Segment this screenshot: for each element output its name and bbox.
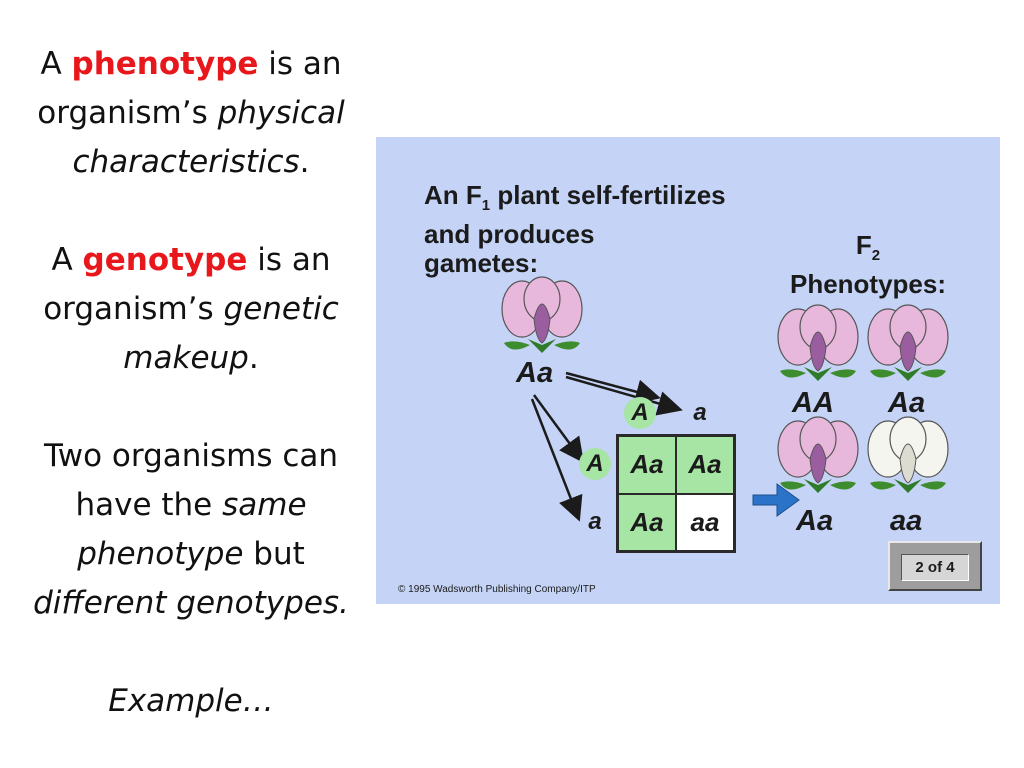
offspring-genotype-label: Aa — [796, 505, 834, 537]
gamete-left-A: A — [579, 448, 611, 480]
figure-graphics — [501, 276, 949, 522]
subscript: 2 — [871, 247, 881, 265]
offspring-flower-icon — [777, 416, 859, 494]
parent-flower-icon — [501, 276, 583, 354]
text: . — [299, 144, 310, 180]
emphasis: genetic makeup — [123, 291, 339, 376]
text: A — [51, 242, 83, 278]
punnett-cell: Aa — [618, 436, 676, 494]
punnett-square: Aa Aa Aa aa — [616, 434, 736, 553]
offspring-genotype-label: aa — [890, 505, 923, 537]
result-arrow-icon — [752, 483, 800, 517]
text: plant self-fertilizes — [490, 180, 726, 210]
punnett-cell: Aa — [676, 436, 734, 494]
emphasis: Example… — [108, 683, 274, 719]
offspring-genotype-label: Aa — [888, 387, 926, 419]
figure-title: An F1 plant self-fertilizes and produces… — [424, 181, 726, 278]
phenotype-definition: A phenotype is an organism’s physical ch… — [14, 40, 368, 187]
comparison-statement: Two organisms can have the same phenotyp… — [14, 432, 368, 628]
emphasis: physical characteristics — [72, 95, 345, 180]
text: A — [40, 46, 72, 82]
parent-genotype-label: Aa — [516, 357, 554, 389]
gamete-top-a: a — [693, 399, 707, 426]
offspring-flower-icon — [867, 304, 949, 382]
offspring-flower-icon — [777, 304, 859, 382]
genotype-term: genotype — [82, 242, 248, 278]
slide-text: A phenotype is an organism’s physical ch… — [14, 40, 368, 726]
f2-phenotypes-heading: F2 Phenotypes: — [778, 231, 958, 299]
text: but — [243, 536, 305, 572]
example-line: Example… — [14, 677, 368, 726]
text: F — [855, 230, 872, 260]
text: and produces — [424, 219, 595, 250]
text: Phenotypes: — [789, 269, 947, 300]
emphasis: different genotypes. — [33, 585, 349, 621]
offspring-flower-white-icon — [867, 416, 949, 494]
genetics-figure: An F1 plant self-fertilizes and produces… — [376, 137, 1000, 604]
text: Two organisms can have the — [43, 438, 339, 523]
gamete-top-A: A — [624, 397, 656, 429]
punnett-cell: aa — [676, 493, 734, 551]
text: gametes: — [424, 248, 539, 279]
text: An F — [424, 180, 482, 210]
emphasis: same phenotype — [77, 487, 307, 572]
page-indicator-label: 2 of 4 — [901, 554, 969, 581]
text: . — [248, 340, 259, 376]
phenotype-term: phenotype — [71, 46, 259, 82]
text: is an organism’s — [37, 46, 342, 131]
page-indicator[interactable]: 2 of 4 — [888, 541, 982, 591]
text: is an organism’s — [43, 242, 331, 327]
genotype-definition: A genotype is an organism’s genetic make… — [14, 236, 368, 383]
offspring-genotype-label: AA — [792, 387, 834, 419]
subscript: 1 — [481, 197, 491, 215]
copyright-notice: © 1995 Wadsworth Publishing Company/ITP — [398, 584, 596, 595]
gamete-arrows — [530, 371, 683, 522]
gamete-left-a: a — [588, 508, 602, 535]
punnett-cell: Aa — [618, 493, 676, 551]
